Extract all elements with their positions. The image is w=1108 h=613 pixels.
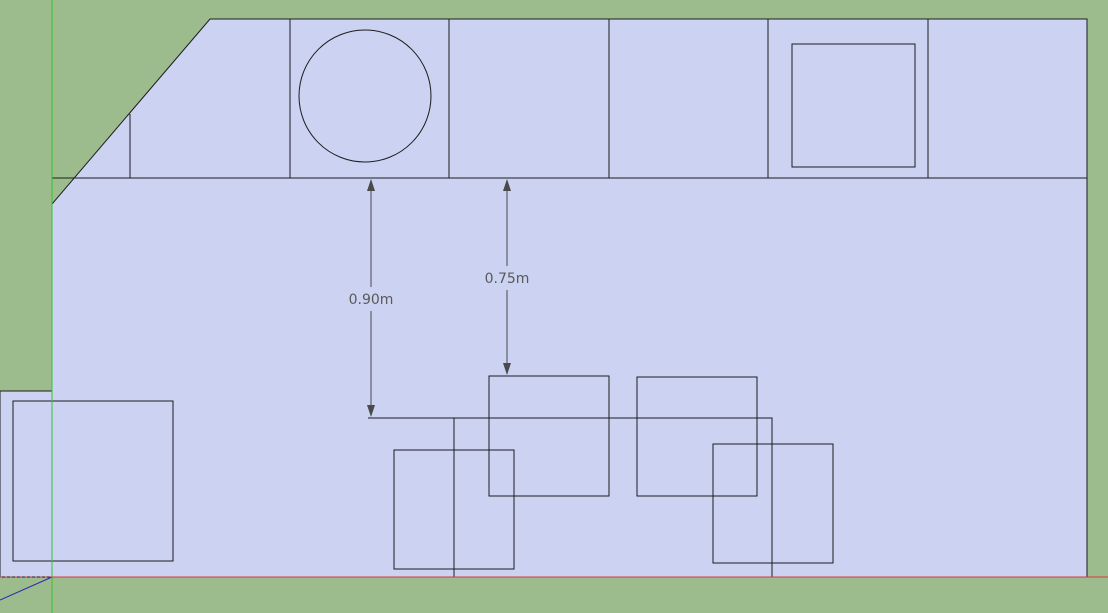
chair-2[interactable]	[636, 376, 758, 497]
blue-axis	[0, 576, 53, 601]
dimension-090[interactable]: 0.90m	[349, 179, 454, 419]
dimension-075[interactable]: 0.75m	[485, 179, 530, 375]
cooktop-square[interactable]	[791, 43, 916, 168]
dimension-090-label: 0.90m	[349, 292, 394, 308]
left-wall-strip	[0, 390, 53, 578]
dimension-075-label: 0.75m	[485, 271, 530, 287]
sink-circle[interactable]	[298, 29, 432, 163]
floor-plane[interactable]	[51, 18, 1088, 578]
chair-4[interactable]	[712, 443, 834, 564]
chair-3[interactable]	[393, 449, 515, 570]
chair-1[interactable]	[488, 375, 610, 497]
side-cabinet[interactable]	[12, 400, 174, 562]
